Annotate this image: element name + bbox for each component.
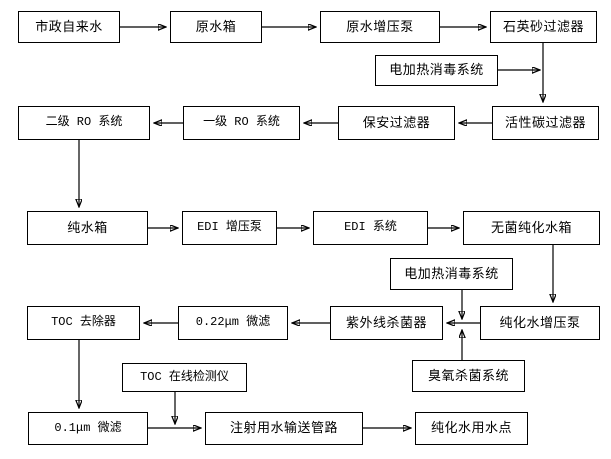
node-label: 石英砂过滤器 (502, 18, 584, 34)
node-label: TOC 在线检测仪 (140, 369, 229, 384)
node-label: 一级 RO 系统 (203, 115, 280, 130)
node-edi-system[interactable]: EDI 系统 (313, 211, 428, 245)
node-label: 纯化水增压泵 (499, 314, 581, 330)
node-sterile-purified-water-tank[interactable]: 无菌纯化水箱 (463, 211, 600, 245)
node-label: 活性碳过滤器 (504, 114, 586, 130)
node-label: 臭氧杀菌系统 (427, 367, 509, 383)
node-label: 0.22μm 微滤 (195, 315, 271, 330)
node-electric-heating-disinfection-system-1[interactable]: 电加热消毒系统 (375, 55, 498, 86)
node-electric-heating-disinfection-system-2[interactable]: 电加热消毒系统 (390, 258, 513, 290)
node-raw-water-booster-pump[interactable]: 原水增压泵 (320, 11, 440, 43)
node-purified-water-use-point[interactable]: 纯化水用水点 (415, 412, 528, 445)
node-label: EDI 系统 (344, 220, 397, 235)
node-activated-carbon-filter[interactable]: 活性碳过滤器 (492, 106, 599, 140)
node-microfilter-022um[interactable]: 0.22μm 微滤 (178, 306, 288, 340)
node-label: 0.1μm 微滤 (54, 420, 122, 435)
node-label: 二级 RO 系统 (45, 115, 123, 130)
node-label: 电加热消毒系统 (389, 62, 484, 78)
node-microfilter-01um[interactable]: 0.1μm 微滤 (28, 412, 148, 445)
node-label: TOC 去除器 (51, 315, 116, 330)
node-raw-water-tank[interactable]: 原水箱 (170, 11, 262, 43)
node-label: 纯水箱 (67, 219, 108, 235)
node-label: 注射用水输送管路 (229, 420, 338, 436)
node-edi-booster-pump[interactable]: EDI 增压泵 (182, 211, 277, 245)
node-label: EDI 增压泵 (197, 220, 262, 235)
node-quartz-sand-filter[interactable]: 石英砂过滤器 (490, 11, 597, 43)
node-toc-remover[interactable]: TOC 去除器 (27, 306, 140, 340)
node-municipal-tap-water[interactable]: 市政自来水 (18, 11, 120, 43)
node-label: 紫外线杀菌器 (345, 314, 427, 330)
node-security-filter[interactable]: 保安过滤器 (338, 106, 455, 140)
node-purified-water-booster-pump[interactable]: 纯化水增压泵 (480, 306, 600, 340)
node-ro-stage-1-system[interactable]: 一级 RO 系统 (183, 106, 300, 140)
node-pure-water-tank[interactable]: 纯水箱 (27, 211, 148, 245)
node-label: 纯化水用水点 (430, 420, 512, 436)
node-label: 原水箱 (195, 18, 237, 34)
node-ozone-sterilization-system[interactable]: 臭氧杀菌系统 (412, 360, 525, 392)
node-label: 原水增压泵 (346, 18, 414, 34)
node-label: 保安过滤器 (362, 114, 431, 130)
node-uv-sterilizer[interactable]: 紫外线杀菌器 (330, 306, 443, 340)
node-label: 市政自来水 (35, 18, 103, 34)
node-label: 电加热消毒系统 (404, 265, 499, 281)
node-toc-online-analyzer[interactable]: TOC 在线检测仪 (122, 363, 247, 392)
node-label: 无菌纯化水箱 (490, 219, 572, 235)
node-wfi-distribution-pipeline[interactable]: 注射用水输送管路 (205, 412, 363, 445)
node-ro-stage-2-system[interactable]: 二级 RO 系统 (18, 106, 150, 140)
